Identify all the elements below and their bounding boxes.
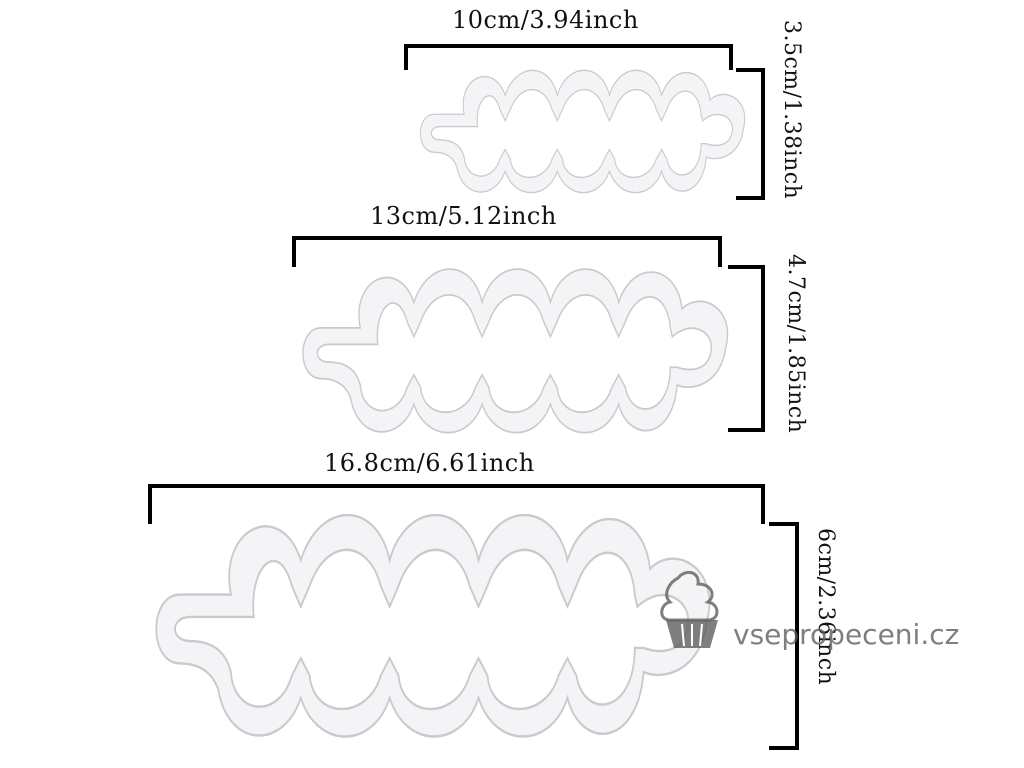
cutter-small	[419, 69, 746, 194]
height-bracket-medium	[728, 265, 765, 432]
width-bracket-medium	[292, 236, 722, 267]
height-label-medium: 4.7cm/1.85inch	[783, 254, 808, 434]
width-label-large: 16.8cm/6.61inch	[324, 449, 535, 477]
height-bracket-small	[736, 68, 765, 200]
width-bracket-small	[404, 44, 733, 70]
cutter-large	[155, 513, 711, 738]
height-label-small: 3.5cm/1.38inch	[779, 20, 804, 200]
width-bracket-large	[148, 484, 765, 524]
height-bracket-large	[769, 522, 799, 750]
width-label-small: 10cm/3.94inch	[452, 6, 639, 34]
cutter-medium	[302, 268, 729, 434]
width-label-medium: 13cm/5.12inch	[370, 202, 557, 230]
watermark: vsepropeceni.cz	[656, 568, 996, 668]
cupcake-icon	[660, 570, 719, 648]
watermark-text: vsepropeceni.cz	[733, 618, 960, 651]
